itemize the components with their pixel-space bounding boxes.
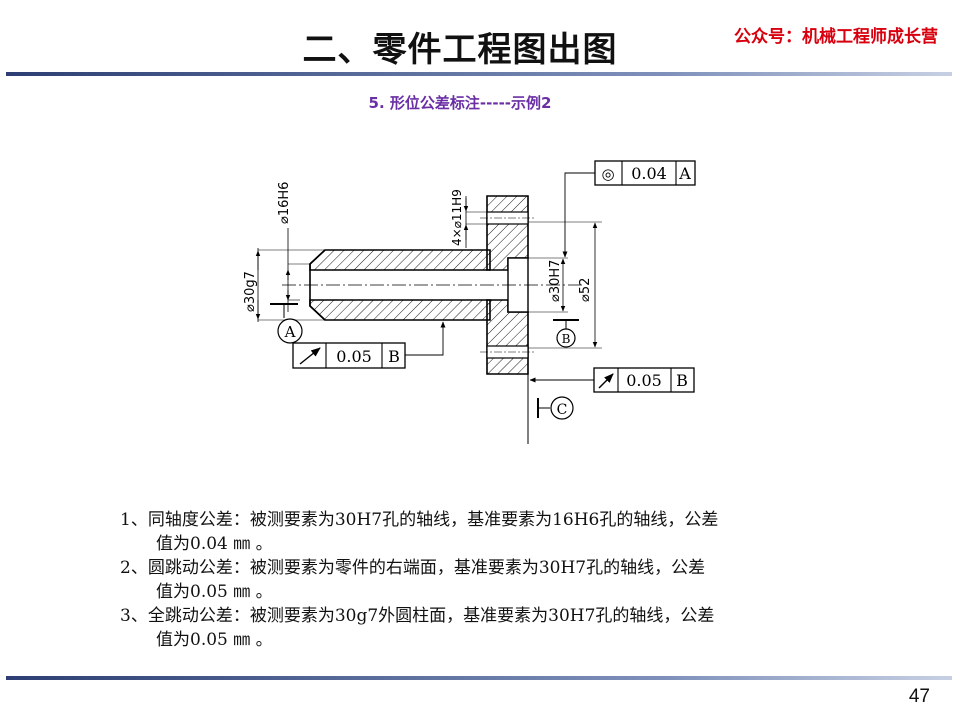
fcf-runout-shaft-symbol-icon	[299, 347, 321, 365]
fcf-runout-face-datum: B	[676, 371, 688, 390]
bolt-hole-lower	[486, 345, 529, 359]
section-subtitle: 5. 形位公差标注-----示例2	[368, 94, 552, 112]
fcf-runout-shaft: ↗ 0.05 B	[292, 321, 446, 369]
datum-b: B	[553, 319, 579, 348]
dim-bolt-holes: 4×⌀11H9	[450, 189, 487, 248]
fcf-coaxiality-symbol: ◎	[601, 165, 614, 183]
fcf-coaxiality: ◎ 0.04 A	[562, 160, 696, 258]
note-line: 值为0.05 ㎜ 。	[156, 630, 273, 650]
note-line: 2、圆跳动公差：被测要素为零件的右端面，基准要素为30H7孔的轴线，公差	[120, 558, 706, 578]
dim-d16h6: ⌀16H6	[277, 182, 310, 312]
page-number: 47	[908, 686, 930, 707]
note-line: 3、全跳动公差：被测要素为30g7外圆柱面，基准要素为30H7孔的轴线，公差	[120, 606, 715, 626]
shaft-upper-wall	[309, 249, 491, 271]
header-divider	[6, 72, 952, 76]
wechat-account-label: 公众号：机械工程师成长营	[734, 27, 938, 47]
fcf-runout-face: ↗ 0.05 B	[529, 367, 695, 393]
part-section	[309, 195, 529, 375]
datum-c: C	[527, 280, 574, 444]
fcf-runout-shaft-value: 0.05	[336, 347, 372, 366]
shaft-lower-wall	[309, 299, 491, 321]
fcf-runout-face-value: 0.05	[626, 371, 662, 390]
fcf-coaxiality-datum: A	[678, 164, 691, 183]
fcf-coaxiality-value: 0.04	[631, 164, 667, 183]
fcf-runout-shaft-datum: B	[388, 347, 400, 366]
note-line: 值为0.04 ㎜ 。	[156, 534, 273, 554]
dim-d30g7-label: ⌀30g7	[243, 271, 258, 312]
tolerance-notes: 1、同轴度公差：被测要素为30H7孔的轴线，基准要素为16H6孔的轴线，公差 值…	[120, 508, 860, 652]
datum-a: A	[270, 303, 303, 344]
datum-a-letter: A	[284, 323, 296, 341]
datum-b-letter: B	[562, 332, 571, 346]
engineering-drawing: ⌀16H6 ⌀30g7 4×⌀11H9 ⌀30H7 ⌀52	[243, 160, 696, 444]
dim-bolt-holes-label: 4×⌀11H9	[450, 189, 464, 246]
datum-c-letter: C	[557, 402, 568, 418]
dim-d30h7: ⌀30H7	[528, 257, 568, 313]
footer-divider	[6, 676, 952, 680]
dim-d52-label: ⌀52	[578, 278, 593, 302]
note-line: 值为0.05 ㎜ 。	[156, 582, 273, 602]
bolt-hole-upper	[486, 211, 529, 225]
dim-d30h7-label: ⌀30H7	[548, 260, 563, 302]
dim-d52: ⌀52	[528, 221, 602, 349]
page-title: 二、零件工程图出图	[302, 30, 618, 70]
dim-d16h6-label: ⌀16H6	[277, 182, 292, 224]
fcf-runout-face-symbol-icon	[598, 373, 614, 389]
note-line: 1、同轴度公差：被测要素为30H7孔的轴线，基准要素为16H6孔的轴线，公差	[120, 510, 719, 530]
